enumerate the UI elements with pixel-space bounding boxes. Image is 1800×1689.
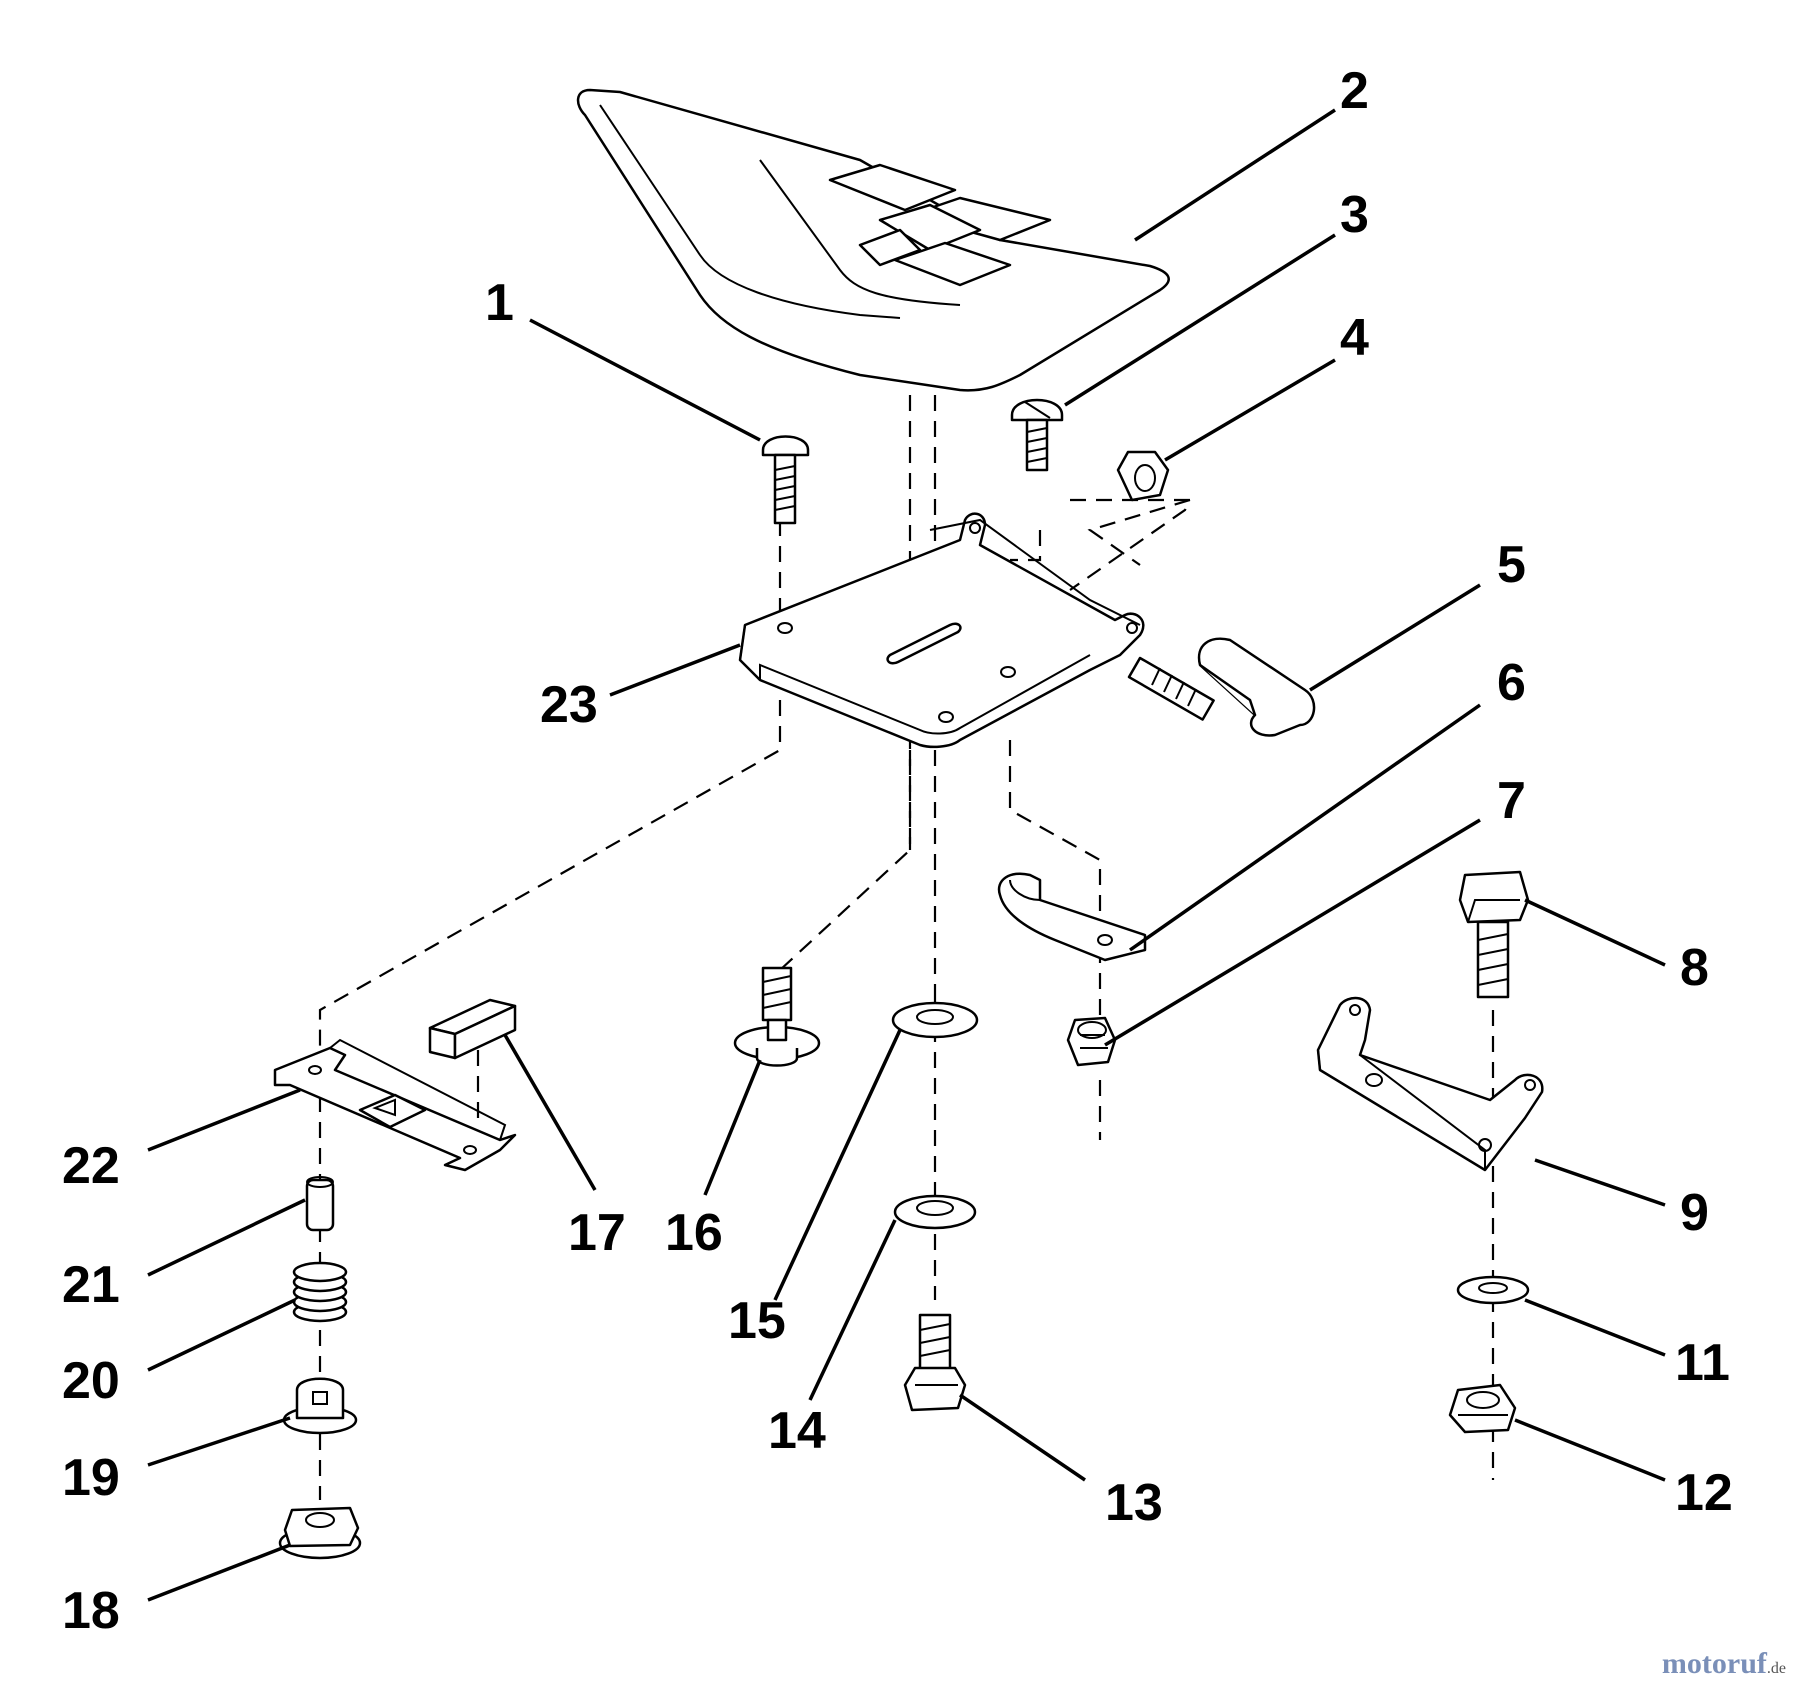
label-part-9: 9 bbox=[1680, 1184, 1709, 1242]
watermark-tld: .de bbox=[1766, 1660, 1786, 1677]
label-part-16: 16 bbox=[665, 1204, 723, 1262]
label-part-6: 6 bbox=[1497, 654, 1526, 712]
flanged-knob bbox=[282, 1377, 358, 1435]
label-part-19: 19 bbox=[62, 1449, 120, 1507]
flange-nut bbox=[278, 1506, 362, 1560]
leader-lines bbox=[147, 108, 1666, 1602]
washer-upper bbox=[891, 1001, 979, 1039]
clip bbox=[997, 872, 1147, 962]
label-part-21: 21 bbox=[62, 1256, 120, 1314]
label-part-15: 15 bbox=[728, 1292, 786, 1350]
part-labels: 1 2 3 4 5 6 7 8 9 11 12 13 14 15 16 17 1… bbox=[62, 62, 1733, 1640]
label-part-12: 12 bbox=[1675, 1464, 1733, 1522]
washer-lower bbox=[893, 1194, 977, 1230]
round-head-screw bbox=[1010, 398, 1064, 472]
label-part-20: 20 bbox=[62, 1352, 120, 1410]
carriage-bolt bbox=[761, 435, 810, 525]
spring bbox=[292, 1261, 348, 1323]
label-part-17: 17 bbox=[568, 1204, 626, 1262]
label-part-13: 13 bbox=[1105, 1474, 1163, 1532]
lock-nut-right bbox=[1448, 1383, 1517, 1434]
label-part-2: 2 bbox=[1340, 62, 1369, 120]
label-part-5: 5 bbox=[1497, 536, 1526, 594]
label-part-3: 3 bbox=[1340, 186, 1369, 244]
bracket bbox=[1316, 996, 1544, 1172]
label-part-18: 18 bbox=[62, 1582, 120, 1640]
label-part-23: 23 bbox=[540, 676, 598, 734]
watermark-text: motoruf bbox=[1661, 1647, 1767, 1680]
block bbox=[428, 998, 517, 1060]
label-part-4: 4 bbox=[1340, 309, 1369, 367]
shoulder-bolt bbox=[733, 966, 821, 1067]
hex-nut-top bbox=[1116, 450, 1170, 502]
hex-bolt-bottom bbox=[903, 1313, 967, 1412]
label-part-1: 1 bbox=[485, 274, 514, 332]
seat-plate bbox=[738, 512, 1145, 749]
label-part-22: 22 bbox=[62, 1137, 120, 1195]
seat bbox=[576, 88, 1170, 392]
washer-right bbox=[1456, 1275, 1530, 1305]
watermark-logo: motoruf.de bbox=[1662, 1647, 1786, 1681]
hex-bolt-vertical bbox=[1458, 870, 1530, 999]
latch-plate bbox=[273, 1038, 517, 1172]
lock-nut bbox=[1066, 1016, 1117, 1067]
label-part-8: 8 bbox=[1680, 939, 1709, 997]
label-part-11: 11 bbox=[1675, 1334, 1730, 1392]
pin bbox=[305, 1176, 335, 1232]
hex-bolt-side bbox=[1127, 637, 1316, 737]
label-part-7: 7 bbox=[1497, 772, 1526, 830]
label-part-14: 14 bbox=[768, 1402, 826, 1460]
